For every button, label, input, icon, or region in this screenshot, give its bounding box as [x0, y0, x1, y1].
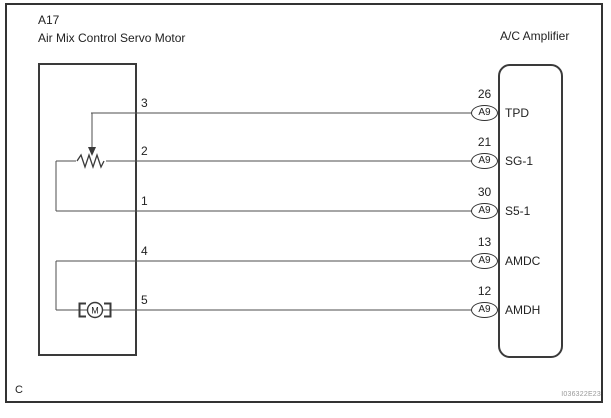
amplifier-name: A/C Amplifier [500, 29, 570, 43]
a9-connector-oval: A9 [471, 302, 498, 318]
motor-symbol: M [78, 301, 112, 319]
a9-connector-oval: A9 [471, 253, 498, 269]
right-pin-number: 12 [477, 284, 492, 298]
motor-brush-right [104, 302, 112, 318]
left-pin-number: 1 [141, 194, 148, 208]
a9-connector-oval: A9 [471, 105, 498, 121]
servo-motor-box [38, 63, 137, 356]
signal-label: S5-1 [505, 204, 531, 218]
potentiometer-symbol [76, 113, 106, 170]
resistor-zigzag [76, 152, 105, 170]
a9-connector-oval: A9 [471, 153, 498, 169]
a9-connector-oval: A9 [471, 203, 498, 219]
motor-letter: M [91, 306, 99, 316]
left-connector-name: Air Mix Control Servo Motor [38, 31, 186, 45]
left-connector-id: A17 [38, 13, 60, 27]
figure-code: I036322E23 [561, 391, 601, 398]
left-pin-number: 4 [141, 244, 148, 258]
wiper-arrow-icon [88, 147, 96, 156]
right-pin-number: 26 [477, 87, 492, 101]
left-pin-number: 5 [141, 293, 148, 307]
left-pin-number: 2 [141, 144, 148, 158]
left-pin-number: 3 [141, 96, 148, 110]
amplifier-box [498, 64, 563, 358]
signal-label: SG-1 [505, 154, 534, 168]
page-marker: C [15, 384, 23, 396]
right-pin-number: 30 [477, 185, 492, 199]
right-pin-number: 21 [477, 135, 492, 149]
motor-brush-left [78, 302, 86, 318]
signal-label: TPD [505, 106, 529, 120]
signal-label: AMDC [505, 254, 541, 268]
signal-label: AMDH [505, 303, 541, 317]
right-pin-number: 13 [477, 235, 492, 249]
motor-circle [86, 301, 104, 319]
